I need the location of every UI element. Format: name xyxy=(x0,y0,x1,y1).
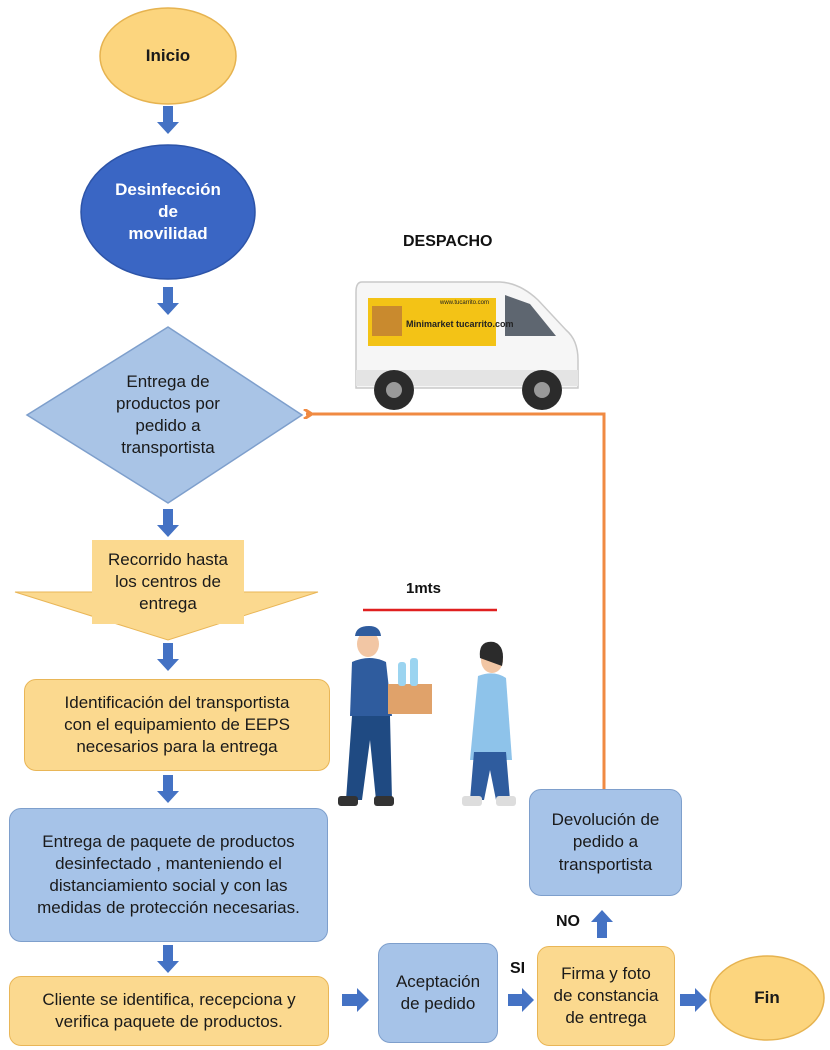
desinfeccion-label: Desinfección de movilidad xyxy=(115,179,221,244)
inicio-oval xyxy=(99,7,237,105)
delivery-person-illustration xyxy=(338,626,432,806)
devolucion-box xyxy=(529,789,682,896)
desinfeccion-oval xyxy=(80,144,256,280)
distance-label: 1mts xyxy=(406,580,442,597)
entrega-productos-diamond xyxy=(25,326,304,504)
down-arrow xyxy=(157,106,179,134)
identificacion-label: Identificación del transportista con el … xyxy=(64,692,290,757)
delivery-van-image: www.tucarrito.com Minimarket tucarrito.c… xyxy=(355,281,579,410)
cliente-label: Cliente se identifica, recepciona y veri… xyxy=(42,989,296,1031)
down-arrow xyxy=(157,509,179,537)
van-url-text: www.tucarrito.com xyxy=(439,300,489,306)
entrega-paquete-label: Entrega de paquete de productos desinfec… xyxy=(37,831,300,918)
entrega-productos-label: Entrega de productos por pedido a transp… xyxy=(116,371,220,458)
aceptacion-label: Aceptación de pedido xyxy=(395,971,481,1013)
up-arrow xyxy=(591,910,613,938)
no-label: NO xyxy=(556,913,580,930)
firma-label: Firma y foto de constancia de entrega xyxy=(553,963,659,1028)
devolucion-label: Devolución de pedido a transportista xyxy=(551,810,660,874)
identificacion-box xyxy=(24,679,330,771)
si-label: SI xyxy=(510,960,526,977)
recorrido-box xyxy=(92,540,244,624)
return-line xyxy=(306,414,606,790)
firma-box xyxy=(537,946,675,1046)
down-arrow xyxy=(157,945,179,973)
inicio-label: Inicio xyxy=(145,45,191,65)
down-arrow xyxy=(157,643,179,671)
fin-label: Fin xyxy=(754,987,780,1007)
van-brand-text: Minimarket tucarrito.com xyxy=(406,319,514,329)
customer-person-illustration xyxy=(462,641,516,806)
aceptacion-box xyxy=(378,943,498,1043)
despacho-label: DESPACHO xyxy=(403,233,493,250)
recorrido-label: Recorrido hasta los centros de entrega xyxy=(107,549,228,614)
fin-oval xyxy=(709,955,825,1041)
right-arrow xyxy=(680,988,707,1012)
entrega-paquete-box xyxy=(9,808,328,942)
right-arrow xyxy=(508,988,534,1012)
down-arrow xyxy=(157,775,179,803)
cliente-box xyxy=(9,976,329,1046)
down-arrow xyxy=(157,287,179,315)
right-arrow xyxy=(342,988,369,1012)
